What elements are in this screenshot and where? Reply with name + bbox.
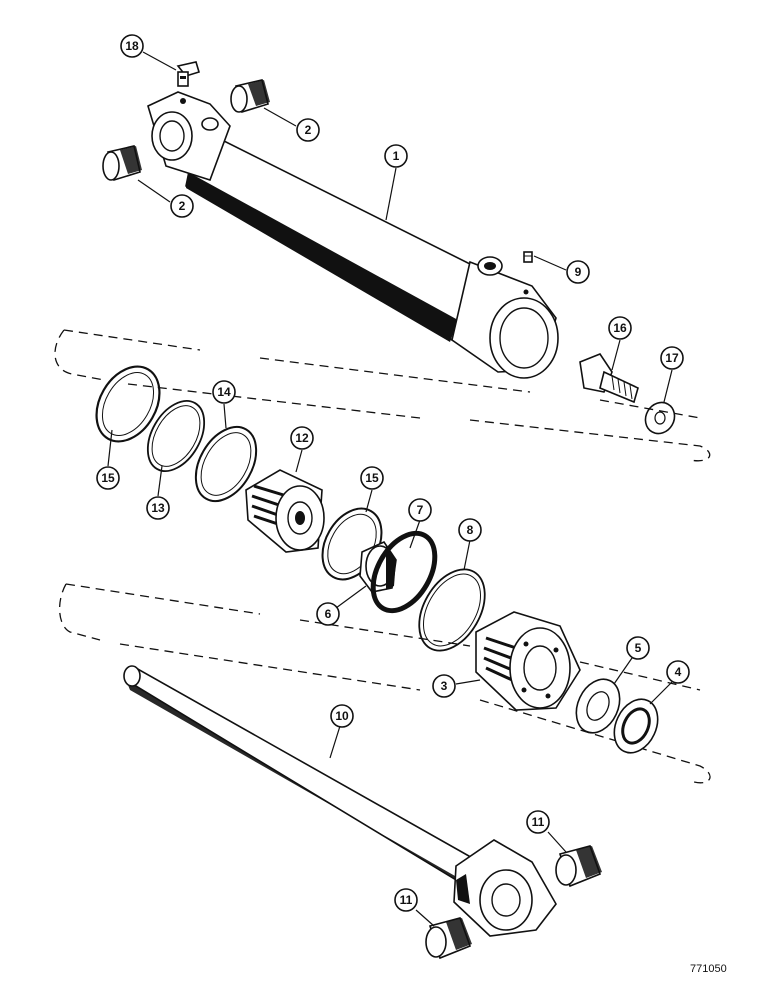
callout-11-right: 11 <box>526 810 550 834</box>
callout-15-left: 15 <box>96 466 120 490</box>
svg-text:3: 3 <box>441 679 448 693</box>
svg-text:10: 10 <box>335 709 349 723</box>
svg-text:18: 18 <box>125 39 139 53</box>
svg-text:2: 2 <box>305 123 312 137</box>
callout-4: 4 <box>666 660 690 684</box>
piston-rod-part <box>123 665 557 937</box>
bushing-part-upper <box>230 79 270 114</box>
callout-2-lower: 2 <box>170 194 194 218</box>
callout-1: 1 <box>384 144 408 168</box>
svg-text:8: 8 <box>467 523 474 537</box>
callout-9: 9 <box>566 260 590 284</box>
svg-text:11: 11 <box>400 893 413 907</box>
backup-ring-part <box>146 400 206 472</box>
callout-16: 16 <box>608 316 632 340</box>
callout-6: 6 <box>316 602 340 626</box>
callout-12: 12 <box>290 426 314 450</box>
rod-seal-part <box>575 678 621 734</box>
set-screw-part <box>523 251 533 263</box>
svg-text:4: 4 <box>675 665 682 679</box>
callout-17: 17 <box>660 346 684 370</box>
svg-text:15: 15 <box>365 471 379 485</box>
svg-text:13: 13 <box>151 501 165 515</box>
svg-text:7: 7 <box>417 503 424 517</box>
callout-13: 13 <box>146 496 170 520</box>
svg-text:17: 17 <box>665 351 679 365</box>
svg-text:11: 11 <box>532 815 545 829</box>
bolt-part <box>579 353 639 404</box>
svg-text:5: 5 <box>635 641 642 655</box>
rod-bushing-part-right <box>555 845 602 888</box>
callout-14: 14 <box>212 380 236 404</box>
piston-assembly-dashed-outline <box>54 329 711 462</box>
callout-11-left: 11 <box>394 888 418 912</box>
bushing-part-lower <box>102 145 142 182</box>
backup-ring-part-8 <box>418 568 486 652</box>
svg-text:1: 1 <box>393 149 400 163</box>
callout-3: 3 <box>432 674 456 698</box>
callout-15-right: 15 <box>360 466 384 490</box>
grease-fitting-part <box>176 61 200 87</box>
seal-ring-part <box>194 426 258 502</box>
callout-2-upper: 2 <box>296 118 320 142</box>
wiper-part <box>613 698 659 754</box>
svg-text:9: 9 <box>575 265 582 279</box>
callout-10: 10 <box>330 704 354 728</box>
wear-ring-part-left <box>95 365 161 443</box>
svg-text:2: 2 <box>179 199 186 213</box>
callout-8: 8 <box>458 518 482 542</box>
svg-text:15: 15 <box>101 471 115 485</box>
svg-text:14: 14 <box>217 385 231 399</box>
callout-18: 18 <box>120 34 144 58</box>
svg-text:12: 12 <box>295 431 309 445</box>
cylinder-barrel-part <box>147 91 559 379</box>
callout-5: 5 <box>626 636 650 660</box>
piston-part <box>245 469 325 553</box>
svg-text:16: 16 <box>613 321 627 335</box>
o-ring-part <box>370 530 438 614</box>
callout-7: 7 <box>408 498 432 522</box>
leader-lines <box>107 51 673 927</box>
washer-part <box>644 401 676 435</box>
rod-bushing-part-left <box>425 917 472 960</box>
document-number: 771050 <box>690 963 727 975</box>
rod-assembly-dashed-outline <box>59 583 711 784</box>
gland-part <box>475 611 581 711</box>
svg-text:6: 6 <box>325 607 332 621</box>
